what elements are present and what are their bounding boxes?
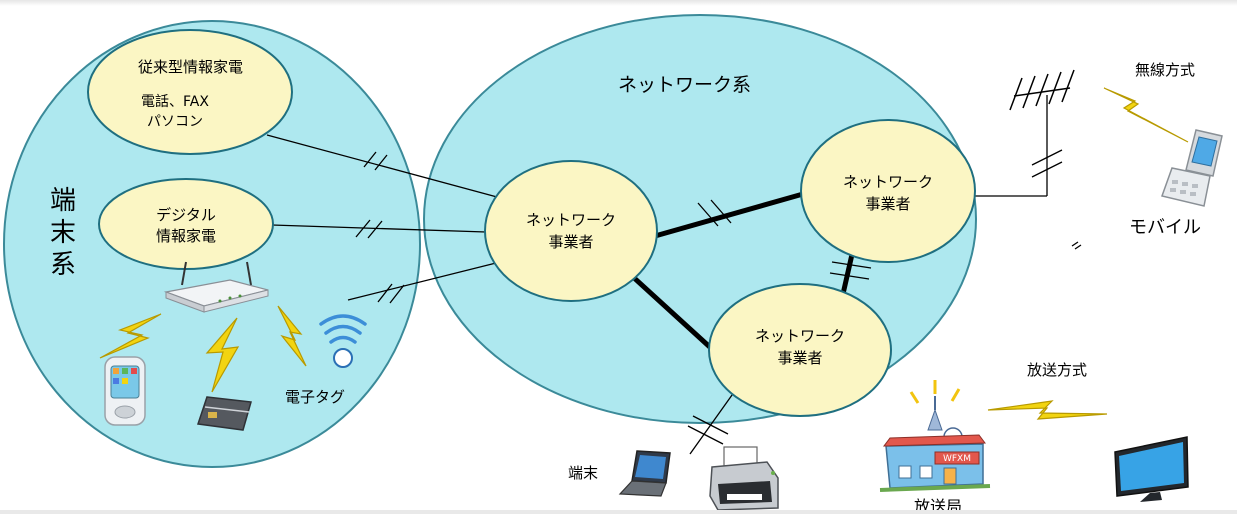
digital-appliances-line2: 情報家電 [155,227,216,245]
operator-3-line2: 事業者 [777,349,823,367]
network-operator-node-1 [484,160,658,302]
link-router-to-operator [347,262,497,301]
network-operator-node-2 [800,119,976,263]
tick-mark [687,415,729,445]
operator-1-line2: 事業者 [548,233,594,251]
tick-mark [697,199,732,227]
lightning-bolt-icon [277,305,307,367]
legacy-appliances-title: 従来型情報家電 [137,58,243,76]
operator-1-line1: ネットワーク [525,211,616,229]
antenna-icon [1009,69,1075,111]
rfid-tag-icon [319,314,367,368]
digital-appliances-node [98,178,274,270]
monitor-icon [1114,436,1189,502]
operator-2-line2: 事業者 [865,195,911,213]
rfid-tag-label: 電子タグ [285,388,346,406]
lightning-bolt-icon [987,400,1108,420]
legacy-appliances-line1: 電話、FAX [141,94,209,110]
tick-mark [1071,241,1082,250]
broadcast-title: 放送方式 [1027,361,1088,379]
tick-mark [363,151,388,171]
ic-card-icon [197,396,252,431]
operator-2-line1: ネットワーク [842,173,933,191]
operator-3-line1: ネットワーク [754,327,845,345]
terminal-system-title: 端末系 [49,186,76,280]
pda-icon [104,356,146,426]
router-icon [163,261,269,313]
mobile-phone-icon [1161,129,1223,207]
top-shadow-bar [0,0,1237,6]
lightning-bolt-icon [1103,87,1189,143]
broadcast-station-icon: WFXM [879,380,991,492]
bottom-bar [0,510,1237,514]
tick-mark [355,219,383,239]
tick-mark [377,283,405,304]
digital-appliances-line1: デジタル [156,206,216,224]
laptop-icon [618,450,671,497]
legacy-appliances-line2: パソコン [147,114,203,130]
terminal-label: 端末 [568,464,599,482]
trunk-op1-op2 [654,191,804,239]
lightning-bolt-icon [205,317,240,393]
tick-mark [829,261,872,280]
station-sign-text: WFXM [943,454,971,464]
network-system-title: ネットワーク系 [618,74,752,96]
trunk-op2-op3 [840,249,856,295]
network-operator-node-3 [708,283,892,417]
wireless-title: 無線方式 [1135,61,1196,79]
link-digital-to-operator [271,224,487,233]
printer-icon [709,446,779,511]
link-legacy-to-operator [266,134,498,198]
mobile-label: モバイル [1129,217,1201,238]
lightning-bolt-icon [99,313,162,359]
tick-mark [1031,149,1063,178]
trunk-op1-op3 [630,274,714,351]
legacy-appliances-node [87,29,293,155]
